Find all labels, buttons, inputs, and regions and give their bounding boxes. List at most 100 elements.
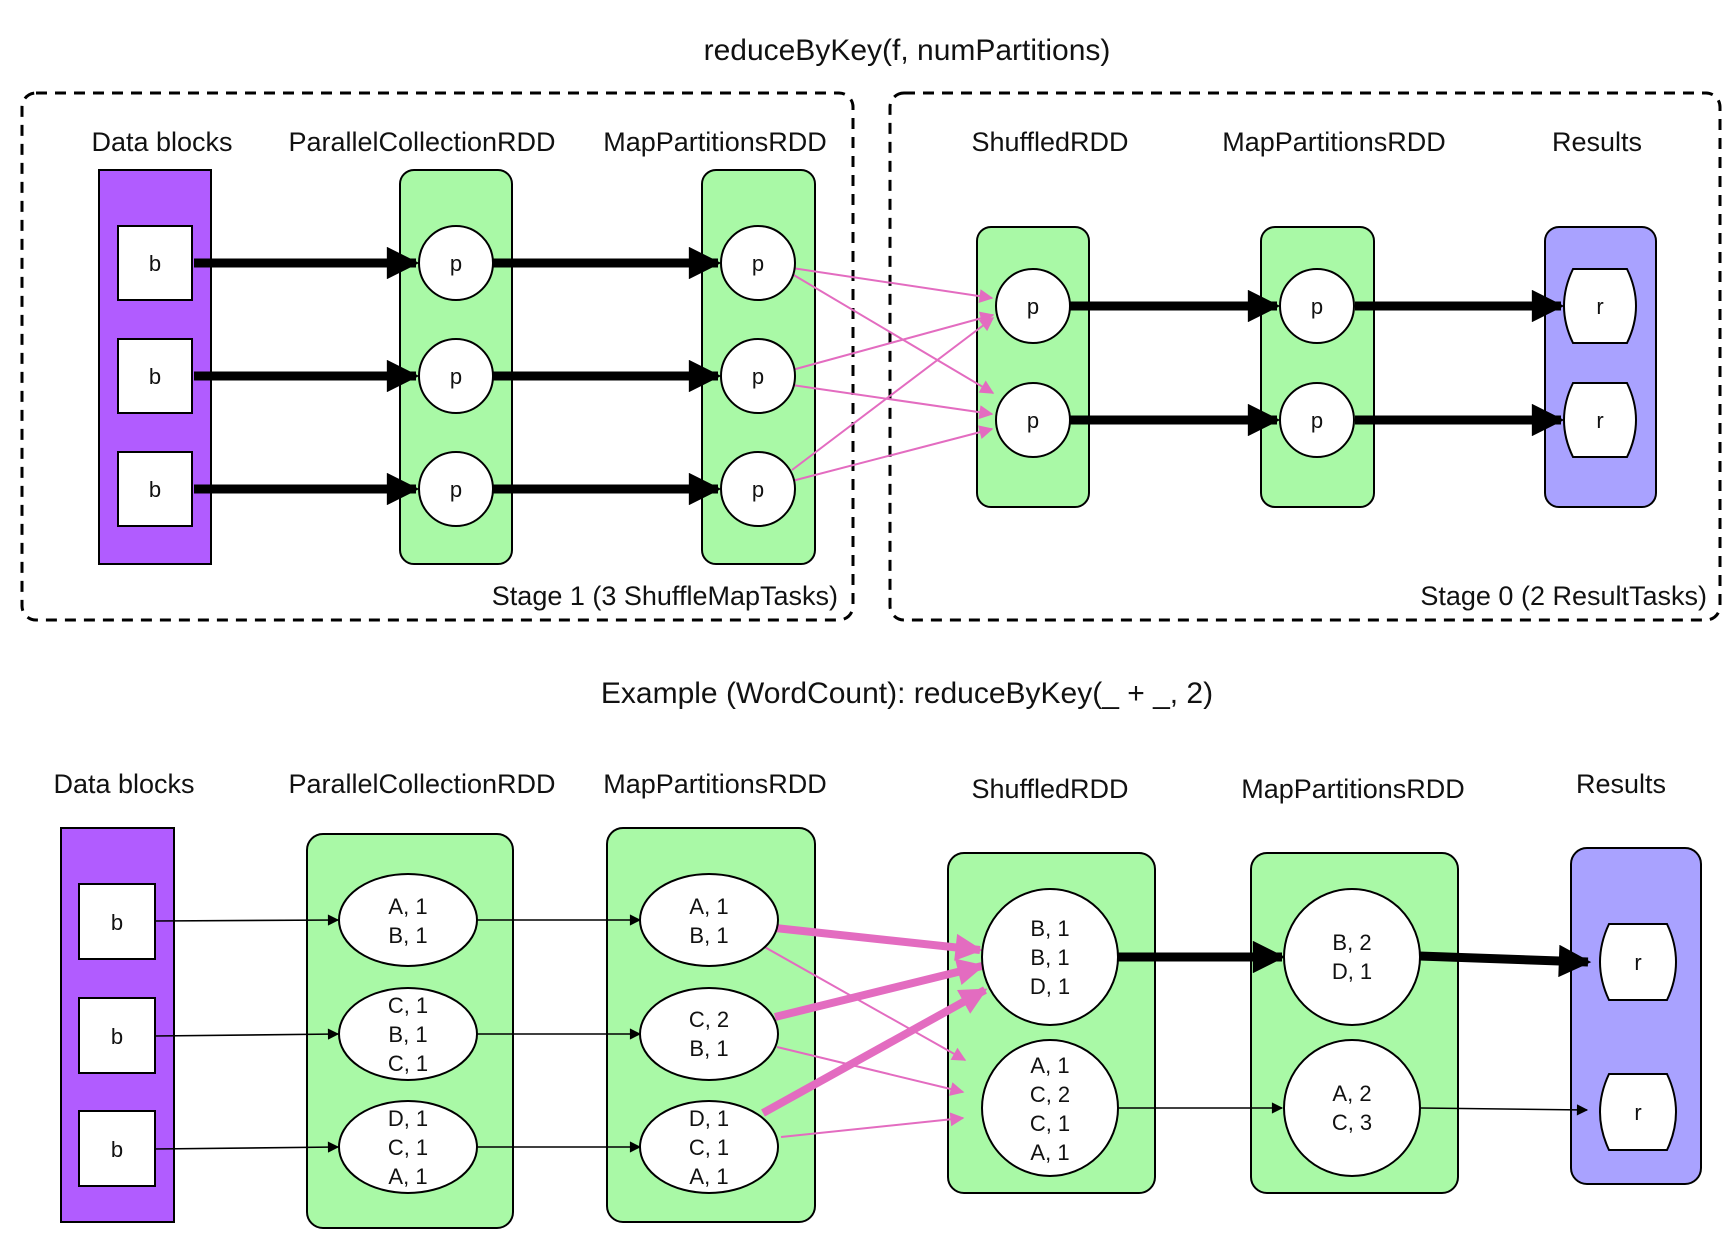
bottom-shuffle-edges-thin: [760, 944, 967, 1138]
top-header-shuffled-rdd: ShuffledRDD: [971, 127, 1128, 157]
record-text: B, 1: [388, 923, 427, 948]
top-partition-label: p: [752, 251, 764, 276]
top-header-map-partitions-rdd-1: MapPartitionsRDD: [603, 127, 827, 157]
bottom-result-label: r: [1634, 1100, 1641, 1125]
bottom-shuffle-edge: [776, 1046, 965, 1096]
top-shuffle-edge: [791, 425, 994, 482]
bottom-data-block-label: b: [111, 910, 123, 935]
bottom-result: r: [1599, 923, 1677, 1001]
record-text: C, 2: [1030, 1082, 1070, 1107]
bottom-partition-mp1-2: C, 2 B, 1: [639, 987, 779, 1081]
top-partition: p: [1279, 268, 1355, 344]
bottom-partition-mp1-3: D, 1 C, 1 A, 1: [639, 1100, 779, 1194]
top-partition: p: [720, 225, 796, 301]
top-partition: p: [418, 338, 494, 414]
record-text: A, 1: [388, 894, 427, 919]
record-text: B, 1: [689, 1036, 728, 1061]
top-partition: p: [720, 451, 796, 527]
top-partition: p: [995, 382, 1071, 458]
record-text: C, 3: [1332, 1110, 1372, 1135]
record-text: A, 1: [388, 1164, 427, 1189]
bottom-data-block: b: [78, 1110, 156, 1187]
top-partition-label: p: [450, 364, 462, 389]
bottom-result: r: [1599, 1073, 1677, 1151]
record-text: C, 2: [689, 1007, 729, 1032]
bottom-header-shuffled-rdd: ShuffledRDD: [971, 774, 1128, 804]
record-text: A, 1: [689, 1164, 728, 1189]
record-text: B, 1: [689, 923, 728, 948]
top-partition-label: p: [752, 477, 764, 502]
record-text: A, 2: [1332, 1081, 1371, 1106]
bottom-partition-shuffled-1: B, 1 B, 1 D, 1: [981, 888, 1119, 1026]
top-title: reduceByKey(f, numPartitions): [704, 34, 1111, 67]
top-shuffle-edge: [791, 273, 995, 394]
top-diagram: reduceByKey(f, numPartitions) Stage 1 (3…: [20, 34, 1722, 622]
bottom-header-results: Results: [1576, 769, 1666, 799]
stage-1-box: [20, 91, 855, 622]
bottom-narrow-edge: [153, 1141, 340, 1153]
top-narrow-edges: [194, 246, 1565, 506]
top-partition: p: [1279, 382, 1355, 458]
top-result: r: [1563, 268, 1637, 344]
record-text: B, 1: [388, 1022, 427, 1047]
bottom-narrow-edge: [1420, 1104, 1589, 1116]
bottom-narrow-edges: [153, 914, 1589, 1153]
top-partition-label: p: [1027, 294, 1039, 319]
bottom-partition-mp1-1: A, 1 B, 1: [639, 873, 779, 967]
top-result: r: [1563, 382, 1637, 458]
top-partition: p: [720, 338, 796, 414]
bottom-data-block-label: b: [111, 1137, 123, 1162]
bottom-shuffle-edge: [774, 924, 983, 961]
bottom-narrow-edge: [153, 1028, 340, 1040]
bottom-title: Example (WordCount): reduceByKey(_ + _, …: [601, 677, 1213, 710]
bottom-header-parallel-collection-rdd: ParallelCollectionRDD: [288, 769, 555, 799]
top-partition-label: p: [450, 477, 462, 502]
bottom-data-block: b: [78, 883, 156, 960]
record-text: D, 1: [1332, 959, 1372, 984]
bottom-narrow-edge: [153, 914, 340, 926]
bottom-partition-pc-3: D, 1 C, 1 A, 1: [338, 1100, 478, 1194]
bottom-thick-edges: [1117, 940, 1592, 978]
bottom-data-block: b: [78, 997, 156, 1074]
top-data-block-label: b: [149, 477, 161, 502]
record-text: B, 1: [1030, 945, 1069, 970]
bottom-shuffle-edge: [780, 1112, 965, 1138]
stage-0-box: [888, 91, 1722, 622]
top-shuffle-edge: [791, 317, 995, 471]
bottom-partition-mp2-2: A, 2 C, 3: [1283, 1039, 1421, 1177]
top-header-data-blocks: Data blocks: [91, 127, 232, 157]
top-partition-label: p: [1311, 294, 1323, 319]
stage-0-label: Stage 0 (2 ResultTasks): [1420, 581, 1707, 611]
top-data-block: b: [117, 225, 193, 301]
top-partition-label: p: [1027, 408, 1039, 433]
top-data-block-label: b: [149, 251, 161, 276]
top-partition-label: p: [1311, 408, 1323, 433]
top-shuffle-edges: [791, 267, 995, 482]
bottom-partition-pc-2: C, 1 B, 1 C, 1: [338, 987, 478, 1081]
bottom-shuffle-edge: [774, 958, 985, 1021]
stage-1-label: Stage 1 (3 ShuffleMapTasks): [492, 581, 838, 611]
record-text: B, 2: [1332, 930, 1371, 955]
top-partition-label: p: [752, 364, 764, 389]
top-data-block: b: [117, 338, 193, 414]
record-text: C, 1: [1030, 1111, 1070, 1136]
record-text: C, 1: [388, 1051, 428, 1076]
bottom-header-map-partitions-rdd-1: MapPartitionsRDD: [603, 769, 827, 799]
bottom-data-block-label: b: [111, 1024, 123, 1049]
top-partition-label: p: [450, 251, 462, 276]
top-shuffle-edge: [791, 311, 995, 371]
top-result-label: r: [1596, 408, 1603, 433]
bottom-shuffle-edge: [761, 986, 988, 1117]
record-text: A, 1: [689, 894, 728, 919]
top-result-label: r: [1596, 294, 1603, 319]
top-data-block: b: [117, 451, 193, 527]
record-text: C, 1: [388, 993, 428, 1018]
record-text: D, 1: [388, 1106, 428, 1131]
record-text: A, 1: [1030, 1053, 1069, 1078]
bottom-partition-shuffled-2: A, 1 C, 2 C, 1 A, 1: [981, 1039, 1119, 1177]
top-partition: p: [418, 451, 494, 527]
top-header-map-partitions-rdd-2: MapPartitionsRDD: [1222, 127, 1446, 157]
record-text: D, 1: [1030, 974, 1070, 999]
bottom-shuffle-edge: [760, 944, 967, 1061]
